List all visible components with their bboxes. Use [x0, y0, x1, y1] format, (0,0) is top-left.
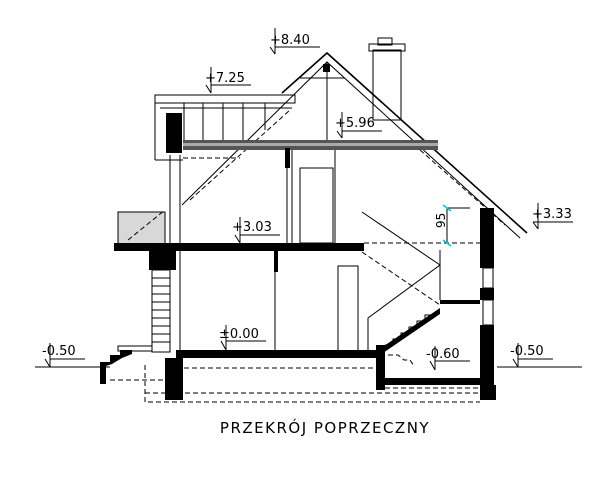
level-attic-ceiling: +5.96 — [335, 112, 382, 139]
dimension-95-label: 95 — [434, 213, 448, 228]
entrance-steps — [100, 345, 153, 384]
level-ridge-label: +8.40 — [270, 33, 310, 48]
level-terrace-roof: +7.25 — [205, 67, 251, 94]
level-ground-floor: ±0.00 — [219, 325, 266, 351]
staircase — [361, 211, 480, 367]
level-basement-stair: -0.60 — [426, 346, 470, 371]
foundations — [110, 358, 496, 403]
ground-floor-walls — [149, 208, 494, 400]
level-markers: +8.40 +7.25 +5.96 +3.03 +3.33 ±0.00 -0.5… — [42, 28, 573, 371]
level-first-floor: +3.03 — [232, 217, 280, 244]
level-terrain-left-label: -0.50 — [42, 344, 76, 359]
roof-terrace — [154, 94, 296, 161]
dimension-95: 95 — [434, 204, 470, 247]
level-first-floor-label: +3.03 — [232, 220, 272, 235]
attic-ceiling-slab — [183, 140, 438, 168]
chimney — [368, 37, 406, 121]
level-terrain-right-label: -0.50 — [510, 344, 544, 359]
ground-floor-slab — [176, 345, 484, 390]
level-terrace-roof-label: +7.25 — [205, 71, 245, 86]
level-ridge: +8.40 — [269, 28, 320, 55]
first-floor-slab — [114, 242, 480, 251]
level-basement-stair-label: -0.60 — [426, 347, 460, 362]
roof — [181, 51, 528, 239]
level-terrain-left: -0.50 — [42, 343, 85, 368]
level-eaves-label: +3.33 — [532, 207, 572, 222]
level-eaves: +3.33 — [532, 203, 573, 230]
drawing-title: PRZEKRÓJ POPRZECZNY — [220, 418, 430, 437]
balcony — [117, 209, 166, 246]
level-attic-ceiling-label: +5.96 — [335, 116, 375, 131]
level-terrain-right: -0.50 — [510, 343, 553, 368]
level-ground-floor-label: ±0.00 — [219, 327, 259, 342]
